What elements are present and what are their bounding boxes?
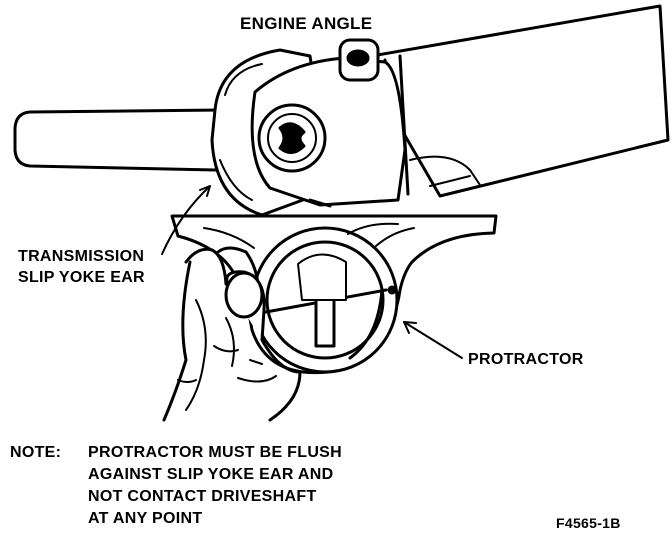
diagram-title: ENGINE ANGLE [240, 14, 373, 33]
label-line: SLIP YOKE EAR [18, 269, 145, 286]
note-line: NOT CONTACT DRIVESHAFT [10, 486, 342, 508]
label-protractor: PROTRACTOR [468, 351, 584, 368]
note-line: AT ANY POINT [10, 508, 342, 530]
note-text: AGAINST SLIP YOKE EAR AND [88, 466, 334, 483]
leader-protractor [403, 321, 463, 359]
note-text: PROTRACTOR MUST BE FLUSH [88, 444, 343, 461]
protractor [170, 214, 498, 375]
label-line: TRANSMISSION [18, 248, 145, 265]
note-text: AT ANY POINT [88, 510, 203, 527]
note-line: NOTE: PROTRACTOR MUST BE FLUSH [10, 442, 342, 464]
label-transmission-slip-yoke-ear: TRANSMISSION SLIP YOKE EAR [18, 246, 145, 288]
hand [162, 246, 302, 422]
figure-id: F4565-1B [556, 515, 621, 531]
bearing-cap [257, 103, 327, 173]
note-line: AGAINST SLIP YOKE EAR AND [10, 464, 342, 486]
note-prefix: NOTE: [10, 444, 62, 461]
driveshaft-tube [358, 4, 670, 198]
leader-slip-yoke-ear [161, 185, 211, 255]
note-text: NOT CONTACT DRIVESHAFT [88, 488, 317, 505]
transmission-shaft [13, 108, 224, 172]
note-block: NOTE: PROTRACTOR MUST BE FLUSH AGAINST SL… [10, 442, 342, 530]
